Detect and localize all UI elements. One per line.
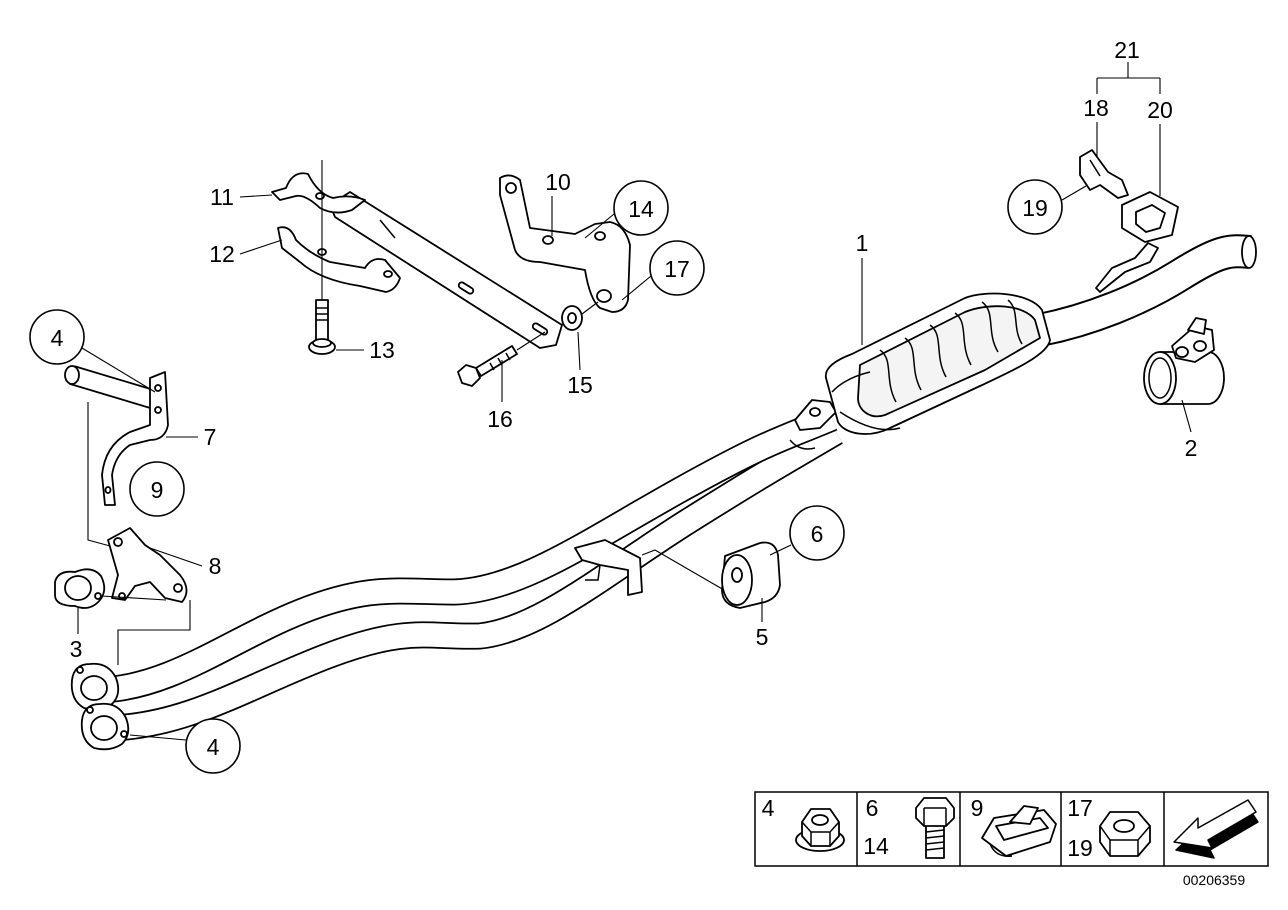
flange-lower	[80, 702, 130, 751]
catalytic-converter	[824, 234, 1257, 435]
callout-19: 19	[1022, 195, 1048, 221]
callout-4-top: 4	[51, 325, 64, 351]
callout-3: 3	[70, 636, 83, 662]
leader-lines	[77, 62, 1192, 741]
legend-label: 17	[1067, 795, 1093, 821]
legend-cell-flange-nut: 4	[762, 795, 845, 852]
bolt-13	[308, 160, 336, 355]
callouts: 21 18 20 19 11 12 10 14 17 1 13 4 16 15 …	[29, 37, 1198, 774]
callout-10: 10	[545, 169, 571, 195]
direction-arrow-icon	[1173, 799, 1259, 859]
bracket-8	[107, 527, 188, 603]
flange-nut-icon	[795, 808, 845, 852]
callout-20: 20	[1147, 97, 1173, 123]
front-pipe-upper	[99, 405, 838, 704]
callout-13: 13	[369, 337, 395, 363]
callout-14: 14	[628, 196, 654, 222]
callout-4-top-circled: 4	[29, 309, 85, 365]
callout-15: 15	[567, 372, 593, 398]
rubber-mount	[721, 541, 781, 609]
hex-bolt-icon	[915, 797, 955, 859]
legend-label: 4	[762, 795, 775, 821]
legend-label: 14	[863, 833, 889, 859]
callout-19-circled: 19	[1007, 179, 1063, 235]
callout-12: 12	[209, 241, 235, 267]
bolt-16	[457, 331, 546, 387]
callout-2: 2	[1185, 435, 1198, 461]
legend-cell-hex-bolt: 6 14	[863, 795, 955, 859]
callout-18: 18	[1083, 95, 1109, 121]
callout-16: 16	[487, 406, 513, 432]
bracket-12	[277, 226, 401, 293]
callout-7: 7	[204, 424, 217, 450]
washer-15	[561, 301, 599, 331]
outlet-hanger-bracket	[1095, 242, 1159, 293]
hex-nut-icon	[1099, 811, 1151, 857]
gasket-3	[54, 568, 191, 665]
pipe-clamp	[1143, 317, 1225, 405]
bracket-10	[499, 174, 631, 313]
pipe-stub-bracket-7	[64, 365, 169, 547]
callout-1: 1	[856, 230, 869, 256]
callout-4-bottom-circled: 4	[185, 718, 241, 774]
clip-18	[1079, 149, 1129, 199]
callout-17: 17	[664, 256, 690, 282]
callout-4-bottom: 4	[207, 734, 220, 760]
legend-cell-arrow	[1173, 799, 1259, 859]
flange-upper	[70, 662, 120, 711]
pipe-hanger-bracket	[574, 539, 725, 596]
legend-label: 9	[971, 795, 984, 821]
callout-6-circled: 6	[789, 505, 845, 561]
callout-9: 9	[151, 477, 164, 503]
legend-label: 19	[1067, 835, 1093, 861]
diagram-id: 00206359	[1183, 872, 1246, 888]
hardware-legend: 4 6 14 9	[754, 791, 1269, 867]
callout-8: 8	[209, 553, 222, 579]
front-pipe-lower	[111, 420, 843, 742]
legend-cell-hex-nut: 17 19	[1067, 795, 1151, 861]
legend-label: 6	[866, 795, 879, 821]
callout-11: 11	[210, 184, 234, 210]
callout-21: 21	[1114, 37, 1140, 63]
callout-17-circled: 17	[649, 240, 705, 296]
clip-nut-icon	[981, 805, 1057, 857]
support-bar	[329, 191, 563, 349]
callout-9-circled: 9	[129, 461, 185, 517]
callout-6: 6	[811, 521, 824, 547]
legend-cell-clip-nut: 9	[971, 795, 1057, 857]
rubber-hanger-20	[1121, 191, 1179, 243]
callout-14-circled: 14	[613, 180, 669, 236]
callout-5: 5	[756, 624, 769, 650]
